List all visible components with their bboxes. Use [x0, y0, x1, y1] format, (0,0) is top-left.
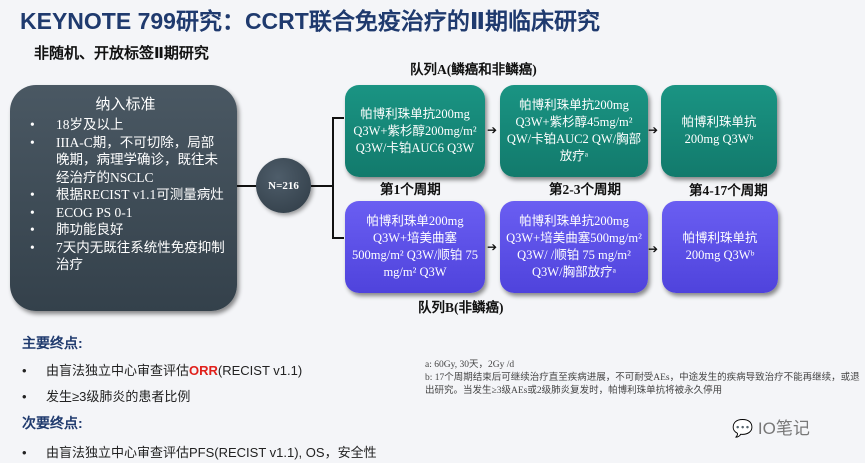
primary-endpoints-heading: 主要终点:	[22, 335, 83, 351]
cohort-b-cycle3-box: 帕博利珠单抗 200mg Q3Wᵇ	[662, 201, 778, 293]
cycle-label: 第4-17个周期	[689, 183, 768, 198]
subtitle: 非随机、开放标签Ⅱ期研究	[34, 45, 209, 62]
wechat-icon: 💬	[732, 419, 754, 438]
inclusion-heading: 纳入标准	[95, 97, 156, 113]
cohort-a-label: 队列A(鳞癌和非鳞癌)	[410, 62, 537, 77]
inclusion-item: 根据RECIST v1.1可测量病灶	[24, 186, 227, 204]
inclusion-item: 7天内无既往系统性免疫抑制治疗	[24, 239, 227, 274]
cohort-b-label: 队列B(非鳞癌)	[418, 300, 504, 315]
inclusion-item: 18岁及以上	[24, 116, 227, 134]
connector-line	[311, 185, 333, 187]
connector-line	[237, 185, 257, 187]
arrow-icon: ➔	[648, 123, 659, 137]
secondary-endpoints-heading: 次要终点:	[22, 415, 83, 431]
cohort-b-cycle2-box: 帕博利珠单抗200mg Q3W+培美曲塞500mg/m² Q3W/ /顺铂 75…	[500, 201, 648, 293]
inclusion-item: IIIA-C期，不可切除，局部晚期，病理学确诊，既往未经治疗的NSCLC	[24, 134, 227, 187]
inclusion-item: 肺功能良好	[24, 221, 227, 239]
page-title: KEYNOTE 799研究：CCRT联合免疫治疗的Ⅱ期临床研究	[20, 8, 600, 34]
connector-line	[332, 117, 344, 119]
footnote-a: a: 60Gy, 30天，2Gy /d	[425, 360, 515, 370]
connector-line	[332, 237, 344, 239]
arrow-icon: ➔	[487, 123, 498, 137]
cycle-label: 第1个周期	[380, 182, 441, 197]
endpoint-text: 由盲法独立中心审查评估	[46, 363, 190, 378]
cohort-a-cycle2-box: 帕博利珠单抗200mg Q3W+紫杉醇45mg/m² QW/卡铂AUC2 QW/…	[500, 85, 648, 177]
primary-endpoint-item: •由盲法独立中心审查评估ORR(RECIST v1.1)	[22, 363, 303, 378]
endpoint-text: (RECIST v1.1)	[217, 363, 303, 378]
primary-endpoint-item: •发生≥3级肺炎的患者比例	[22, 389, 191, 404]
watermark-text: IO笔记	[757, 419, 810, 438]
cohort-b-cycle1-box: 帕博利珠单200mg Q3W+培美曲塞 500mg/m² Q3W/顺铂 75 m…	[345, 201, 485, 293]
orr-highlight: ORR	[189, 363, 218, 378]
inclusion-item: ECOG PS 0-1	[24, 204, 227, 222]
cycle-label: 第2-3个周期	[549, 182, 621, 197]
arrow-icon: ➔	[648, 242, 659, 256]
watermark: 💬 IO笔记	[732, 414, 810, 439]
cohort-a-cycle3-box: 帕博利珠单抗 200mg Q3Wᵇ	[661, 85, 777, 177]
footnotes: a: 60Gy, 30天，2Gy /d b: 17个周期结束后可继续治疗直至疾病…	[425, 359, 865, 398]
endpoint-text: 由盲法独立中心审查评估PFS(RECIST v1.1), OS，安全性	[46, 445, 377, 460]
enrollment-circle: N=216	[256, 158, 311, 213]
footnote-b: b: 17个周期结束后可继续治疗直至疾病进展，不可耐受AEs，中途发生的疾病导致…	[425, 373, 860, 396]
bracket-line	[332, 117, 334, 238]
secondary-endpoint-item: •由盲法独立中心审查评估PFS(RECIST v1.1), OS，安全性	[22, 445, 377, 460]
inclusion-criteria-box: 纳入标准 18岁及以上 IIIA-C期，不可切除，局部晚期，病理学确诊，既往未经…	[10, 85, 237, 311]
cohort-a-cycle1-box: 帕博利珠单抗200mg Q3W+紫杉醇200mg/m² Q3W/卡铂AUC6 Q…	[345, 85, 485, 177]
arrow-icon: ➔	[487, 240, 498, 254]
endpoint-text: 发生≥3级肺炎的患者比例	[46, 389, 191, 404]
